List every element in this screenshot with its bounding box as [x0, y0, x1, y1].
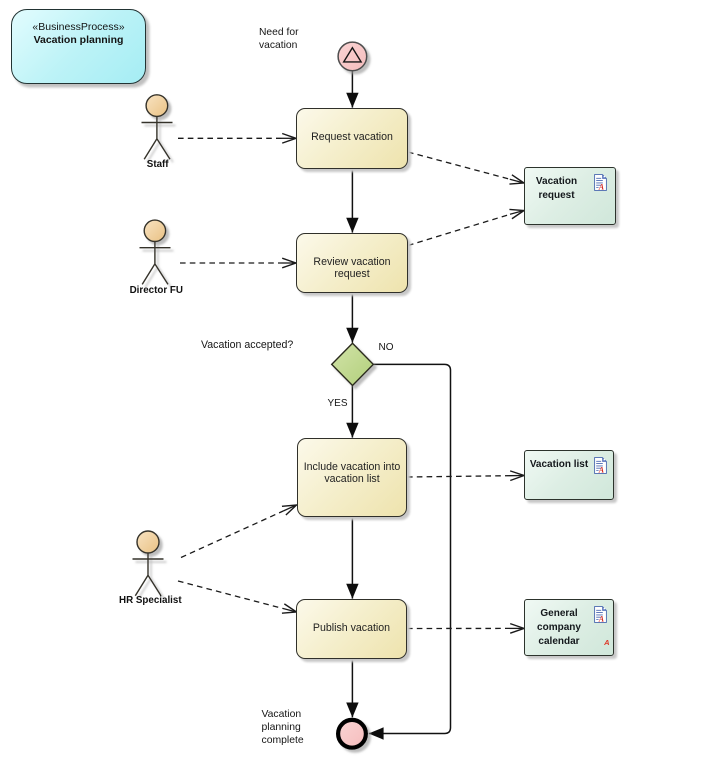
svg-text:A: A	[598, 183, 605, 191]
svg-text:A: A	[598, 466, 605, 474]
svg-text:A: A	[598, 615, 605, 623]
